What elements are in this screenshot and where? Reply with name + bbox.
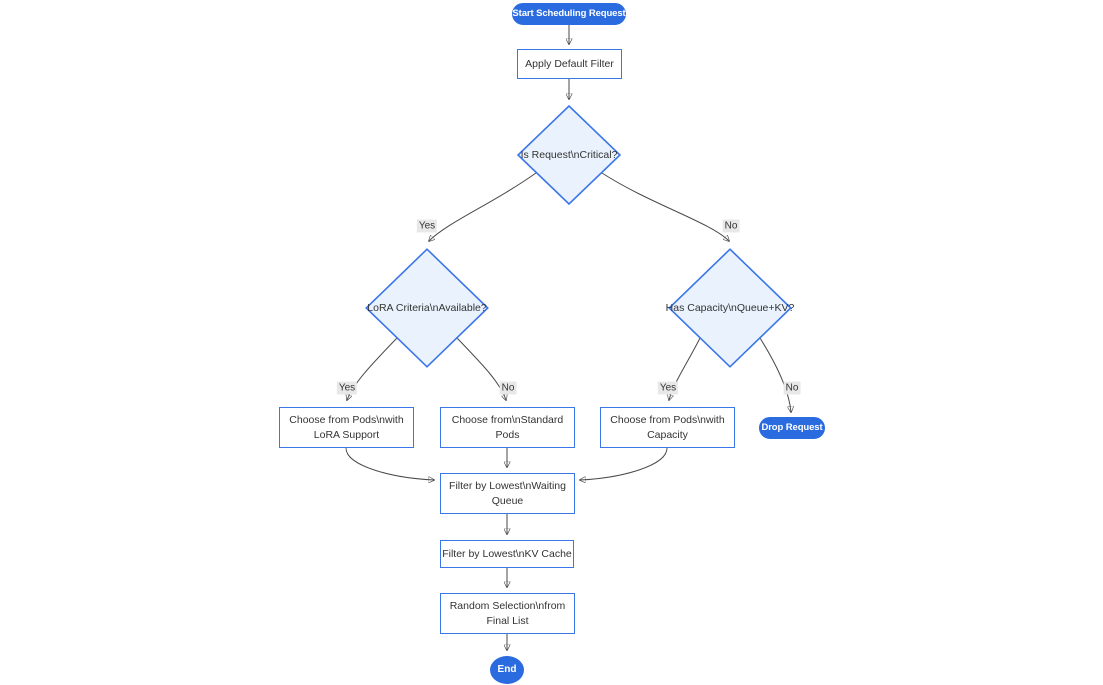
node-choose-pods-capacity-label: Choose from Pods\nwith Capacity xyxy=(610,413,725,441)
edge-label-critical-yes: Yes xyxy=(416,219,438,233)
node-has-capacity-queue-kv-label: Has Capacity\nQueue+KV? xyxy=(665,301,795,314)
node-lora-criteria-available-label: LoRA Criteria\nAvailable? xyxy=(367,301,487,314)
edge-label-capacity-no: No xyxy=(783,381,801,395)
edge-capacitypods-to-waiting xyxy=(580,447,668,480)
edge-lorapods-to-waiting xyxy=(345,447,434,480)
edge-label-critical-no: No xyxy=(722,219,740,233)
node-apply-default-filter-label: Apply Default Filter xyxy=(525,57,614,70)
decision-diamond-shape xyxy=(668,248,792,368)
node-has-capacity-queue-kv: Has Capacity\nQueue+KV? xyxy=(665,248,795,368)
edge-label-lora-no: No xyxy=(499,381,517,395)
edge-lora-yes xyxy=(347,337,398,400)
node-choose-standard-pods-label: Choose from\nStandard Pods xyxy=(451,413,564,441)
node-random-selection-label: Random Selection\nfrom Final List xyxy=(449,599,566,627)
node-start-label: Start Scheduling Request xyxy=(512,8,626,20)
node-choose-pods-capacity: Choose from Pods\nwith Capacity xyxy=(600,407,735,448)
node-lora-criteria-available: LoRA Criteria\nAvailable? xyxy=(365,248,489,368)
node-filter-waiting-queue-label: Filter by Lowest\nWaiting Queue xyxy=(449,479,566,507)
node-choose-standard-pods: Choose from\nStandard Pods xyxy=(440,407,575,448)
node-end-label: End xyxy=(497,664,517,675)
node-choose-pods-lora-label: Choose from Pods\nwith LoRA Support xyxy=(289,413,404,441)
node-drop-request-label: Drop Request xyxy=(761,422,823,434)
edge-lora-no xyxy=(456,337,506,400)
node-apply-default-filter: Apply Default Filter xyxy=(517,49,622,79)
node-random-selection: Random Selection\nfrom Final List xyxy=(440,593,575,634)
node-filter-kv-cache-label: Filter by Lowest\nKV Cache xyxy=(442,547,572,560)
edge-critical-yes xyxy=(429,172,537,241)
node-drop-request: Drop Request xyxy=(759,417,825,439)
decision-diamond-shape xyxy=(365,248,489,368)
edge-critical-no xyxy=(601,172,729,241)
node-filter-kv-cache: Filter by Lowest\nKV Cache xyxy=(440,540,574,568)
edge-capacity-yes xyxy=(669,337,701,400)
edge-label-capacity-yes: Yes xyxy=(657,381,679,395)
node-is-request-critical: Is Request\nCritical? xyxy=(517,105,621,205)
node-choose-pods-lora: Choose from Pods\nwith LoRA Support xyxy=(279,407,414,448)
edge-label-lora-yes: Yes xyxy=(336,381,358,395)
node-filter-waiting-queue: Filter by Lowest\nWaiting Queue xyxy=(440,473,575,514)
node-start: Start Scheduling Request xyxy=(512,3,626,25)
decision-diamond-shape xyxy=(517,105,621,205)
edge-capacity-no xyxy=(759,337,791,412)
node-end: End xyxy=(490,656,524,684)
node-is-request-critical-label: Is Request\nCritical? xyxy=(520,148,618,161)
